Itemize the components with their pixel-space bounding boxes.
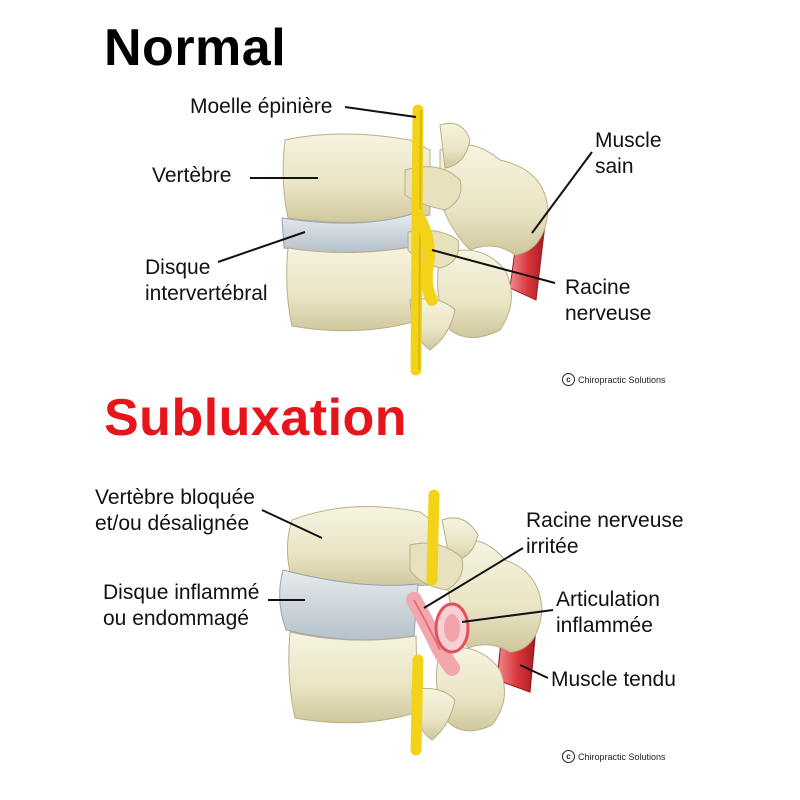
leader-nerve-root (431, 249, 556, 284)
label-irritated-nerve-root: Racine nerveuse irritée (526, 509, 684, 558)
subluxation-spinal-cord (426, 489, 440, 586)
label-inflamed-disc: Disque inflammé ou endommagé (103, 581, 260, 630)
label-nerve-root: Racine nerveuse (565, 276, 652, 325)
label-tense-muscle: Muscle tendu (551, 668, 676, 691)
normal-copyright: c Chiropractic Solutions (562, 373, 666, 386)
label-vertebra: Vertèbre (152, 164, 232, 187)
normal-lower-vertebra (286, 245, 421, 332)
label-healthy-muscle: Muscle sain (595, 129, 662, 178)
subluxation-lower-vertebra (288, 631, 419, 724)
subluxation-title: Subluxation (104, 389, 408, 447)
normal-diagram (217, 104, 593, 376)
subluxation-diagram (261, 489, 554, 756)
subluxation-spinal-cord-lower (410, 654, 424, 756)
normal-spinous-process (439, 143, 549, 256)
subluxation-copyright: c Chiropractic Solutions (562, 750, 666, 763)
leader-inflamed-joint (461, 609, 554, 623)
copyright-icon: c (562, 373, 575, 386)
normal-spinal-cord (410, 104, 424, 376)
leader-disc (217, 231, 306, 263)
leader-tense-muscle (519, 664, 549, 679)
leader-irritated-nerve (423, 547, 524, 609)
leader-muscle (531, 151, 593, 234)
leader-spinal-cord (344, 106, 417, 118)
leader-blocked-vertebra (261, 509, 323, 539)
label-inflamed-joint: Articulation inflammée (556, 588, 660, 637)
label-blocked-vertebra: Vertèbre bloquée et/ou désalignée (95, 486, 255, 535)
copyright-icon: c (562, 750, 575, 763)
label-intervertebral-disc: Disque intervertébral (145, 256, 268, 305)
label-spinal-cord: Moelle épinière (190, 95, 333, 118)
normal-nerve-root (412, 209, 438, 306)
normal-title: Normal (104, 19, 287, 77)
